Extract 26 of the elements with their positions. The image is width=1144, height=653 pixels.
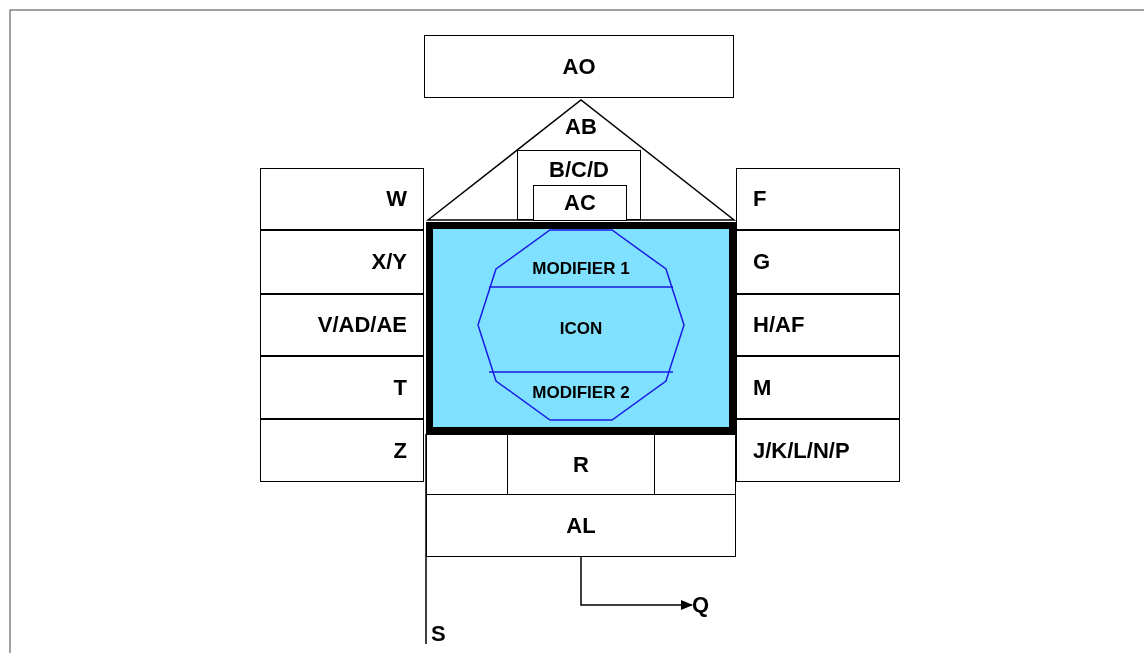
staff-line	[425, 433, 427, 645]
field-box: AC	[533, 185, 627, 221]
field-label: S	[431, 620, 455, 648]
modifier-label: MODIFIER 2	[531, 383, 631, 403]
triangle-field	[428, 100, 734, 220]
field-box: AO	[424, 35, 734, 98]
field-box: J/K/L/N/P	[736, 419, 900, 482]
field-box: T	[260, 356, 424, 419]
field-box: M	[736, 356, 900, 419]
field-label: Q	[692, 590, 722, 620]
field-box: Z	[260, 419, 424, 482]
field-label: B/C/D	[548, 157, 610, 183]
field-label: AB	[564, 114, 598, 140]
arrow	[580, 556, 693, 610]
icon-label: ICON	[558, 319, 604, 339]
modifier-label: MODIFIER 1	[531, 259, 631, 279]
symbol-frame	[426, 222, 736, 434]
octagon-symbol	[478, 229, 684, 421]
field-box: G	[736, 230, 900, 294]
field-box: X/Y	[260, 230, 424, 294]
field-box	[517, 150, 641, 220]
field-box: F	[736, 168, 900, 230]
field-box: V/AD/AE	[260, 294, 424, 356]
field-box: H/AF	[736, 294, 900, 356]
field-box: W	[260, 168, 424, 230]
field-box: AL	[426, 494, 736, 557]
